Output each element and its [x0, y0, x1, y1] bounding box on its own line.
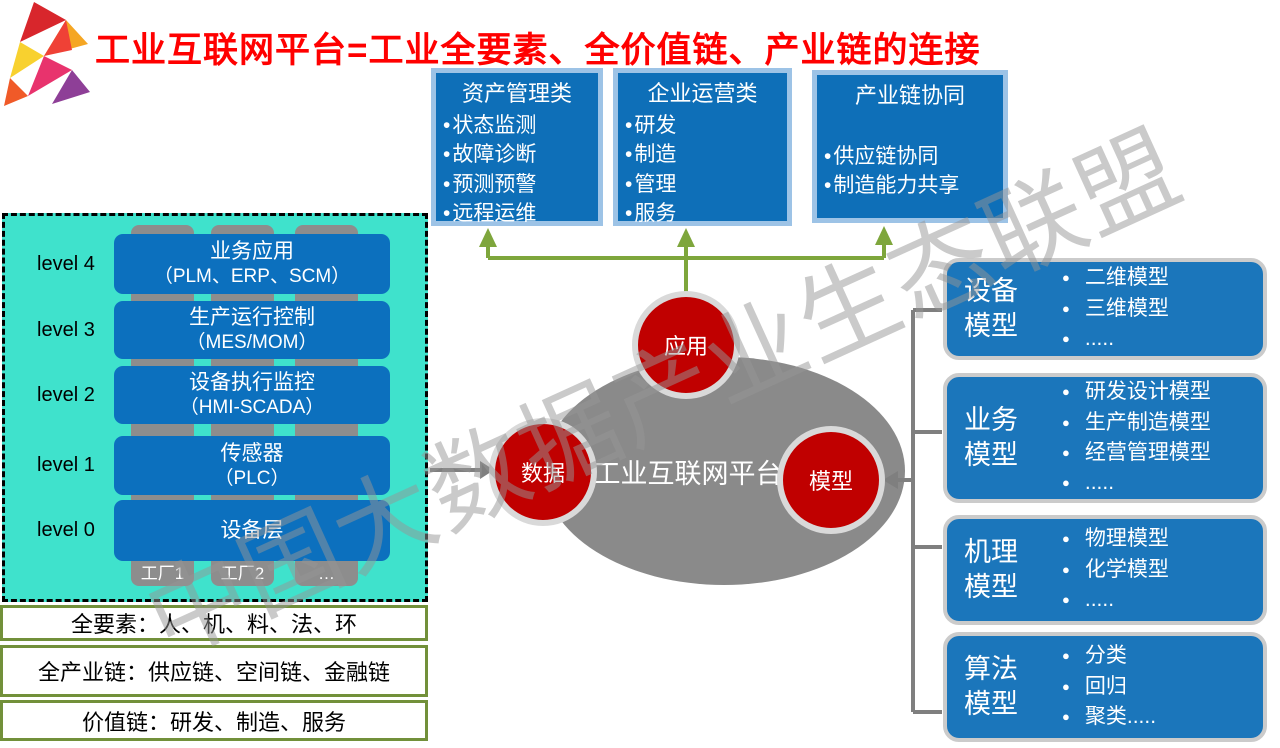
- model-item: 三维模型: [1062, 294, 1169, 324]
- factory-tab-1: 工厂1: [140, 564, 185, 583]
- category-item: 制造能力共享: [824, 171, 1003, 200]
- level-box-sensors: 传感器 （PLC）: [114, 436, 390, 495]
- level-label: level 2: [37, 383, 95, 406]
- category-box-enterprise-operation: 企业运营类 研发 制造 管理 服务: [613, 68, 792, 226]
- level-label: level 1: [37, 454, 95, 476]
- category-item-list: 供应链协同 制造能力共享: [817, 142, 1003, 201]
- category-title: 企业运营类: [647, 81, 758, 106]
- green-arrowheads: [479, 226, 893, 247]
- node-data: 数据: [489, 418, 597, 526]
- model-item: 生产制造模型: [1062, 408, 1211, 438]
- platform-label: 工业互联网平台: [593, 459, 783, 489]
- category-item: 管理: [625, 170, 787, 199]
- category-title: 产业链协同: [854, 83, 965, 108]
- category-item: 状态监测: [443, 111, 598, 140]
- model-box-device: 设备 模型 二维模型 三维模型 .....: [943, 258, 1267, 360]
- model-label-line1: 机理: [964, 536, 1018, 567]
- category-box-industry-chain: 产业链协同 供应链协同 制造能力共享: [812, 70, 1008, 223]
- level-box-line2: （MES/MOM）: [186, 332, 318, 354]
- model-item: .....: [1062, 468, 1211, 498]
- model-label-line2: 模型: [964, 572, 1018, 602]
- model-box-business: 业务 模型 研发设计模型 生产制造模型 经营管理模型 .....: [943, 373, 1267, 503]
- node-model: 模型: [777, 426, 885, 534]
- model-label-line1: 设备: [964, 275, 1018, 306]
- category-item: 研发: [625, 111, 787, 140]
- category-item: 服务: [625, 199, 787, 228]
- model-box-label: 业务 模型: [947, 403, 1062, 473]
- level-box-line2: （PLC）: [214, 467, 290, 489]
- category-item: 预测预警: [443, 170, 598, 199]
- chain-bar-value-chain: 价值链：研发、制造、服务: [0, 700, 428, 741]
- category-item: 故障诊断: [443, 140, 598, 169]
- level-box-device-monitoring: 设备执行监控 （HMI-SCADA）: [114, 366, 390, 424]
- level-box-business-apps: 业务应用 （PLM、ERP、SCM）: [114, 234, 390, 294]
- level-box-line1: 设备层: [220, 518, 284, 542]
- model-label-line1: 算法: [964, 653, 1018, 684]
- model-item: 研发设计模型: [1062, 377, 1211, 407]
- model-item: 经营管理模型: [1062, 438, 1211, 468]
- model-box-label: 机理 模型: [947, 535, 1062, 605]
- model-item-list: 分类 回归 聚类.....: [1062, 641, 1156, 732]
- level-box-line1: 生产运行控制: [189, 306, 315, 329]
- model-item: 聚类.....: [1062, 702, 1156, 732]
- chain-bar-industry-chain: 全产业链：供应链、空间链、金融链: [0, 645, 428, 697]
- model-item-list: 二维模型 三维模型 .....: [1062, 263, 1169, 354]
- model-label-line2: 模型: [964, 440, 1018, 470]
- model-item: 物理模型: [1062, 524, 1169, 554]
- model-item: 化学模型: [1062, 555, 1169, 585]
- level-box-line1: 传感器: [220, 441, 284, 465]
- category-item: 远程运维: [443, 199, 598, 228]
- model-label-line2: 模型: [964, 311, 1018, 341]
- gray-model-bracket: [898, 308, 942, 714]
- chain-bar-all-elements: 全要素：人、机、料、法、环: [0, 605, 428, 641]
- model-item: 二维模型: [1062, 263, 1169, 293]
- level-label: level 3: [37, 318, 95, 341]
- level-box-device-layer: 设备层: [114, 500, 390, 561]
- model-item: 回归: [1062, 672, 1156, 702]
- level-box-line2: （HMI-SCADA）: [179, 397, 325, 419]
- category-item-list: 研发 制造 管理 服务: [618, 111, 787, 229]
- model-box-mechanism: 机理 模型 物理模型 化学模型 .....: [943, 515, 1267, 625]
- level-box-line2: （PLM、ERP、SCM）: [153, 266, 351, 288]
- factory-levels-panel: level 4 业务应用 （PLM、ERP、SCM） level 3 生产运行控…: [2, 213, 428, 602]
- level-label: level 0: [37, 519, 95, 541]
- model-label-line1: 业务: [964, 404, 1018, 435]
- category-item: 供应链协同: [824, 142, 1003, 171]
- model-box-label: 算法 模型: [947, 652, 1062, 722]
- logo-icon: [4, 2, 90, 106]
- model-item-list: 物理模型 化学模型 .....: [1062, 524, 1169, 615]
- model-box-label: 设备 模型: [947, 274, 1062, 344]
- category-title: 资产管理类: [461, 81, 572, 106]
- factory-tab-more: …: [318, 564, 335, 583]
- level-box-line1: 设备执行监控: [189, 371, 315, 394]
- model-box-algorithm: 算法 模型 分类 回归 聚类.....: [943, 632, 1267, 742]
- model-item: .....: [1062, 585, 1169, 615]
- level-box-production-control: 生产运行控制 （MES/MOM）: [114, 301, 390, 359]
- model-label-line2: 模型: [964, 689, 1018, 719]
- factory-tab-2: 工厂2: [220, 564, 265, 583]
- model-item-list: 研发设计模型 生产制造模型 经营管理模型 .....: [1062, 377, 1211, 499]
- category-box-asset-management: 资产管理类 状态监测 故障诊断 预测预警 远程运维: [431, 68, 603, 226]
- slide-title: 工业互联网平台=工业全要素、全价值链、产业链的连接: [95, 31, 981, 70]
- model-item: .....: [1062, 324, 1169, 354]
- category-item-list: 状态监测 故障诊断 预测预警 远程运维: [436, 111, 598, 229]
- node-application: 应用: [632, 291, 740, 399]
- category-item: 制造: [625, 140, 787, 169]
- model-item: 分类: [1062, 641, 1156, 671]
- level-box-line1: 业务应用: [210, 240, 294, 263]
- level-label: level 4: [37, 252, 95, 275]
